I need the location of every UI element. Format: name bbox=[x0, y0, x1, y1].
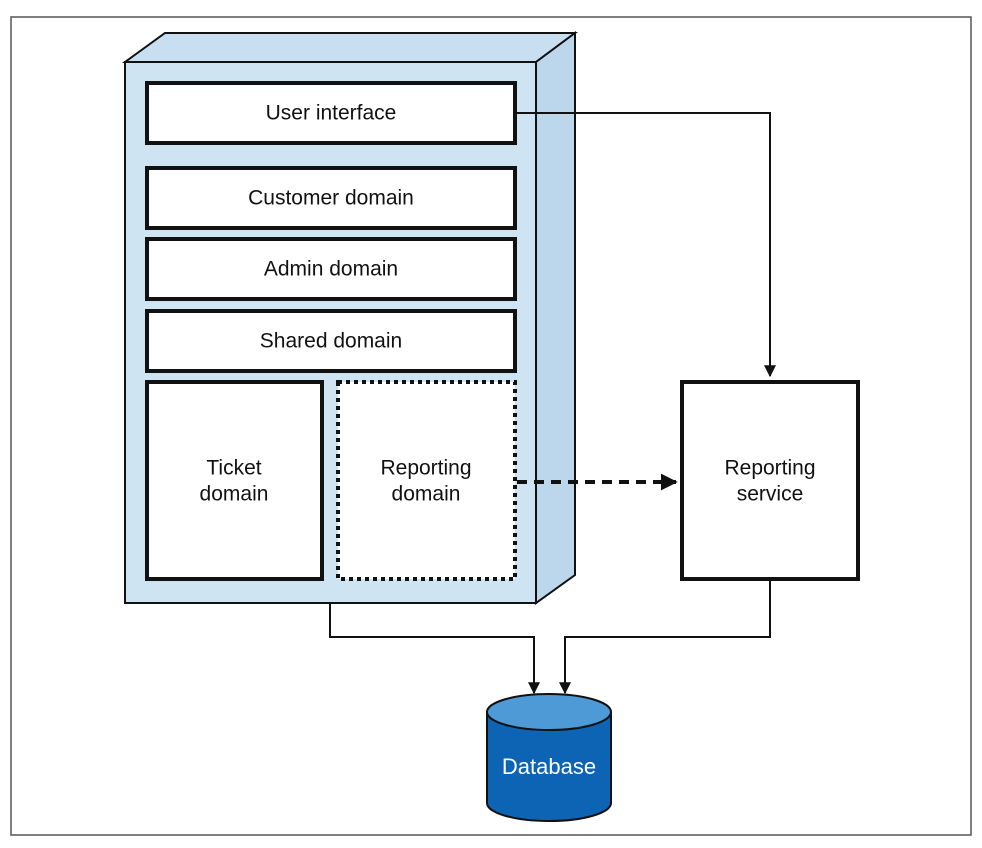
layer-user-interface: User interface bbox=[145, 81, 517, 145]
reporting-service-label-line-2: service bbox=[737, 483, 804, 506]
ui-to-service-arrow bbox=[515, 112, 776, 378]
layer-box bbox=[145, 237, 517, 301]
layer-label: User interface bbox=[266, 102, 397, 125]
ticket-domain-label-line-1: Ticket bbox=[206, 457, 261, 480]
ticket-domain-box: Ticket domain bbox=[145, 380, 324, 581]
database-label: Database bbox=[502, 754, 596, 779]
layer-box bbox=[145, 166, 517, 230]
reporting-domain-rect bbox=[336, 380, 517, 581]
layer-label: Admin domain bbox=[264, 258, 398, 281]
monolith-to-database-arrow bbox=[329, 603, 540, 695]
layer-admin-domain: Admin domain bbox=[145, 237, 517, 301]
reporting-service-label-line-1: Reporting bbox=[724, 457, 815, 480]
ticket-domain-rect bbox=[145, 380, 324, 581]
database-cylinder: Database bbox=[486, 693, 612, 822]
database-top bbox=[486, 693, 612, 731]
layer-box bbox=[145, 309, 517, 373]
layer-customer-domain: Customer domain bbox=[145, 166, 517, 230]
layer-label: Customer domain bbox=[248, 187, 414, 210]
database-body bbox=[486, 711, 612, 822]
reporting-service-rect bbox=[680, 380, 860, 581]
layer-shared-domain: Shared domain bbox=[145, 309, 517, 373]
reporting-domain-label-line-1: Reporting bbox=[380, 457, 471, 480]
reporting-domain-label-line-2: domain bbox=[392, 483, 461, 506]
monolith-side-face bbox=[535, 31, 576, 605]
layer-box bbox=[145, 81, 517, 145]
ticket-domain-label-line-2: domain bbox=[200, 483, 269, 506]
reporting-domain-box: Reporting domain bbox=[336, 380, 517, 581]
reporting-service-box: Reporting service bbox=[680, 380, 860, 581]
layer-label: Shared domain bbox=[260, 330, 402, 353]
monolith-top-face bbox=[121, 32, 579, 63]
service-to-database-arrow bbox=[559, 579, 771, 695]
outer-frame bbox=[10, 16, 972, 836]
